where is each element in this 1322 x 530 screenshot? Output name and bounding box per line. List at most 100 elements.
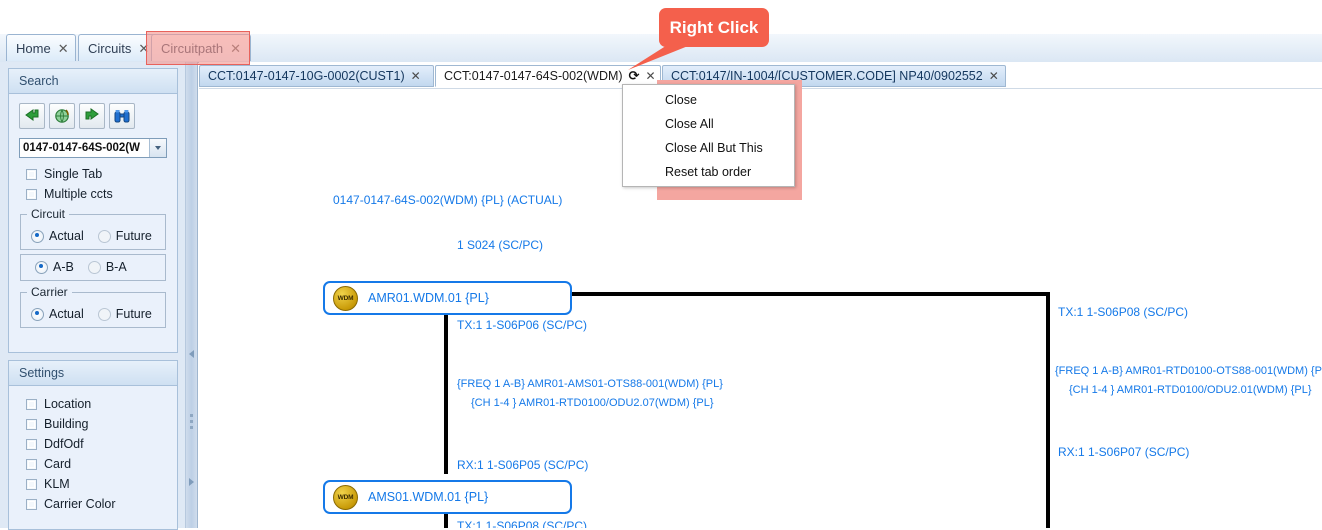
close-icon[interactable]: ✕ <box>645 69 656 83</box>
checkbox-label: Card <box>44 457 72 471</box>
panel-splitter[interactable] <box>186 62 198 528</box>
port-label-tx-s06p08-right: TX:1 1-S06P08 (SC/PC) <box>1058 305 1189 319</box>
wire-horizontal-top <box>572 292 1050 296</box>
port-label-rx-s06p05: RX:1 1-S06P05 (SC/PC) <box>457 458 589 472</box>
circuit-group-legend: Circuit <box>31 207 66 221</box>
port-label-rx-s06p07: RX:1 1-S06P07 (SC/PC) <box>1058 445 1190 459</box>
checkbox-building[interactable]: Building <box>26 417 169 431</box>
settings-panel: Settings Location Building DdfOdf Card K… <box>8 360 178 530</box>
callout-pointer-arrow <box>628 42 698 70</box>
close-icon[interactable]: ✕ <box>57 40 69 56</box>
port-label-top: 1 S024 (SC/PC) <box>457 238 544 252</box>
settings-panel-title: Settings <box>9 361 177 386</box>
binoculars-icon[interactable] <box>109 103 135 129</box>
radio-carrier-actual-label: Actual <box>49 307 84 321</box>
close-icon[interactable]: ✕ <box>410 69 421 83</box>
app-tab-circuits[interactable]: Circuits ✕ <box>78 34 160 61</box>
circuit-options-row: Actual Future <box>25 229 161 243</box>
carrier-label-ch-right: {CH 1-4 } AMR01-RTD0100/ODU2.01(WDM) {PL… <box>1069 384 1312 396</box>
back-arrow-icon[interactable] <box>19 103 45 129</box>
circuit-search-input[interactable]: 0147-0147-64S-002(W <box>23 142 140 154</box>
port-label-tx-s06p06: TX:1 1-S06P06 (SC/PC) <box>457 318 588 332</box>
checkbox-multiple-ccts[interactable]: Multiple ccts <box>26 187 169 201</box>
checkbox-location[interactable]: Location <box>26 397 169 411</box>
radio-direction-ba[interactable] <box>87 260 101 274</box>
checkbox-box[interactable] <box>26 398 37 410</box>
checkbox-box[interactable] <box>26 418 37 430</box>
settings-panel-body: Location Building DdfOdf Card KLM Carrie… <box>9 386 177 527</box>
radio-direction-ab[interactable] <box>35 260 48 274</box>
node-amr01-wdm-01[interactable]: WDM AMR01.WDM.01 {PL} <box>323 281 572 315</box>
checkbox-label: Single Tab <box>44 167 103 181</box>
splitter-collapse-down-icon[interactable] <box>189 478 194 486</box>
radio-circuit-future[interactable] <box>97 229 111 243</box>
radio-direction-ba-label: B-A <box>105 260 127 274</box>
forward-arrow-icon[interactable] <box>79 103 105 129</box>
menu-item-close[interactable]: Close <box>665 93 697 107</box>
checkbox-carrier-color[interactable]: Carrier Color <box>26 497 169 511</box>
close-icon[interactable]: ✕ <box>138 40 150 56</box>
chevron-down-icon[interactable] <box>149 139 166 157</box>
refresh-icon[interactable]: ⟳ <box>628 68 640 83</box>
menu-item-close-all[interactable]: Close All <box>665 117 714 131</box>
splitter-collapse-up-icon[interactable] <box>189 350 194 358</box>
wire-vertical-left-lower <box>444 508 448 528</box>
checkbox-card[interactable]: Card <box>26 457 169 471</box>
wdm-node-icon: WDM <box>333 484 358 510</box>
right-click-callout: Right Click <box>659 8 769 47</box>
checkbox-ddfodf[interactable]: DdfOdf <box>26 437 169 451</box>
direction-options-row: A-B B-A <box>25 260 161 274</box>
radio-carrier-actual[interactable] <box>31 307 44 321</box>
doc-tab-cct-64s-002[interactable]: CCT:0147-0147-64S-002(WDM) ⟳ ✕ <box>435 65 661 87</box>
search-panel: Search <box>8 68 178 353</box>
radio-carrier-future-label: Future <box>115 307 152 321</box>
node-ams01-wdm-01[interactable]: WDM AMS01.WDM.01 {PL} <box>323 480 572 514</box>
doc-tab-label: CCT:0147/IN-1004/[CUSTOMER.CODE] NP40/09… <box>671 69 983 83</box>
checkbox-box[interactable] <box>26 478 37 490</box>
menu-item-close-all-but-this[interactable]: Close All But This <box>665 141 763 155</box>
checkbox-label: Multiple ccts <box>44 187 113 201</box>
checkbox-label: Carrier Color <box>44 497 116 511</box>
checkbox-single-tab[interactable]: Single Tab <box>26 167 169 181</box>
radio-direction-ab-label: A-B <box>53 260 74 274</box>
checkbox-box[interactable] <box>26 438 37 450</box>
carrier-radio-group: Carrier Actual Future <box>20 285 166 328</box>
checkbox-box[interactable] <box>26 498 37 510</box>
node-label: AMR01.WDM.01 {PL} <box>368 291 489 305</box>
checkbox-box[interactable] <box>26 458 37 470</box>
checkbox-box[interactable] <box>26 168 37 180</box>
carrier-label-ch-left: {CH 1-4 } AMR01-RTD0100/ODU2.07(WDM) {PL… <box>471 397 714 409</box>
left-side-panel: Search <box>0 62 186 530</box>
wire-vertical-right <box>1046 292 1050 528</box>
direction-radio-group: A-B B-A <box>20 254 166 281</box>
diagram-title: 0147-0147-64S-002(WDM) {PL} (ACTUAL) <box>333 193 563 207</box>
carrier-label-freq-left: {FREQ 1 A-B} AMR01-AMS01-OTS88-001(WDM) … <box>457 378 723 390</box>
close-icon[interactable]: ✕ <box>230 40 242 56</box>
splitter-grip-dots <box>190 414 193 432</box>
circuit-radio-group: Circuit Actual Future <box>20 207 166 250</box>
close-icon[interactable]: ✕ <box>988 69 999 83</box>
menu-item-reset-tab-order[interactable]: Reset tab order <box>665 165 752 179</box>
app-tab-home[interactable]: Home ✕ <box>6 34 76 61</box>
tab-context-menu[interactable]: Close Close All Close All But This Reset… <box>622 84 795 187</box>
globe-refresh-icon[interactable] <box>49 103 75 129</box>
carrier-label-freq-right: {FREQ 1 A-B} AMR01-RTD0100-OTS88-001(WDM… <box>1055 365 1322 377</box>
port-label-tx-s06p08-left: TX:1 1-S06P08 (SC/PC) <box>457 519 588 528</box>
circuit-search-combo[interactable]: 0147-0147-64S-002(W <box>19 138 167 158</box>
checkbox-klm[interactable]: KLM <box>26 477 169 491</box>
checkbox-label: DdfOdf <box>44 437 84 451</box>
doc-tab-label: CCT:0147-0147-10G-0002(CUST1) <box>208 69 405 83</box>
checkbox-label: Location <box>44 397 92 411</box>
search-panel-body: 0147-0147-64S-002(W Single Tab Multiple … <box>9 94 177 342</box>
search-toolbar <box>17 103 169 129</box>
search-panel-title: Search <box>9 69 177 94</box>
radio-carrier-future[interactable] <box>97 307 111 321</box>
doc-tab-cct-10g-0002[interactable]: CCT:0147-0147-10G-0002(CUST1) ✕ <box>199 65 434 87</box>
node-label: AMS01.WDM.01 {PL} <box>368 490 489 504</box>
callout-label: Right Click <box>669 17 759 37</box>
radio-circuit-actual[interactable] <box>31 229 44 243</box>
checkbox-box[interactable] <box>26 188 37 200</box>
app-tab-circuitpath[interactable]: Circuitpath ✕ <box>151 34 251 61</box>
app-tab-circuitpath-label: Circuitpath <box>161 40 224 56</box>
checkbox-label: KLM <box>44 477 70 491</box>
